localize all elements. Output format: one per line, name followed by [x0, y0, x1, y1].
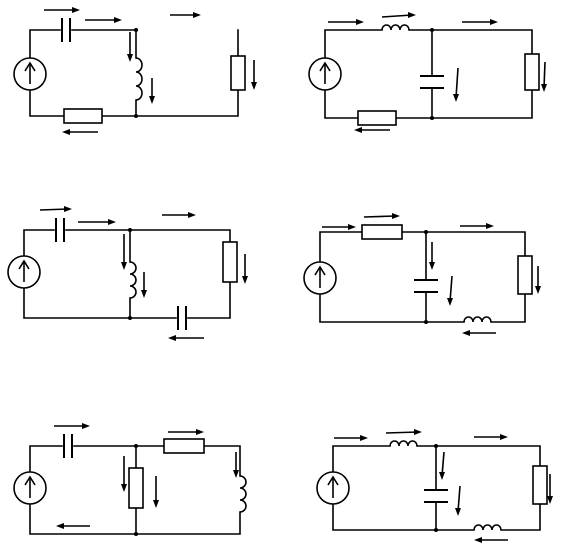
circuit-6-source-icon: [316, 471, 350, 505]
circuit-5-capacitor-icon: [63, 434, 73, 458]
circuit-6-inductor-top-icon: [389, 440, 418, 447]
circuit-6-junction-bottom: [434, 528, 438, 532]
circuit-2-junction-bottom: [430, 116, 434, 120]
circuit-1-resistor-right-icon: [230, 55, 246, 91]
circuit-2-resistor-bottom-icon: [357, 110, 397, 126]
circuit-4-junction-top: [424, 230, 428, 234]
circuit-6-wires: [332, 445, 541, 531]
circuit-1-current-arrows: [44, 7, 257, 135]
circuit-4-current-arrows: [322, 213, 541, 336]
circuit-3-resistor-right-icon: [222, 241, 238, 283]
circuit-4-junction-bottom: [424, 320, 428, 324]
circuit-4-resistor-top-icon: [361, 224, 403, 240]
circuit-1-junction-bottom: [134, 114, 138, 118]
circuit-5-inductor-icon: [239, 475, 247, 513]
circuit-3-current-arrows: [39, 206, 248, 341]
circuit-1: [13, 7, 257, 135]
circuit-3: [7, 206, 248, 341]
circuit-4-wires: [319, 231, 526, 323]
circuit-4: [303, 213, 541, 336]
circuit-5: [13, 423, 247, 536]
circuit-4-source-icon: [303, 261, 337, 295]
circuit-5-source-icon: [13, 471, 47, 505]
circuit-3-wires: [23, 229, 231, 319]
circuit-5-junction-bottom: [134, 532, 138, 536]
circuit-6-resistor-right-icon: [532, 465, 548, 505]
circuit-5-junction-top: [134, 444, 138, 448]
circuit-3-capacitor-bottom-icon: [177, 306, 187, 330]
circuit-1-junction-top: [134, 28, 138, 32]
circuit-2-current-arrows: [328, 12, 547, 133]
circuit-1-inductor-icon: [135, 57, 143, 101]
circuit-3-source-icon: [7, 255, 41, 289]
circuit-4-resistor-right-icon: [517, 255, 533, 295]
circuit-3-capacitor-left-icon: [55, 218, 65, 242]
circuit-2-inductor-icon: [381, 24, 410, 31]
circuit-1-capacitor-icon: [61, 18, 71, 42]
circuit-2-source-icon: [308, 57, 342, 91]
circuit-3-junction-bottom: [128, 316, 132, 320]
circuit-5-current-arrows: [54, 423, 239, 529]
circuit-2-wires: [324, 29, 533, 119]
circuit-1-source-icon: [13, 57, 47, 91]
circuit-6-current-arrows: [334, 429, 553, 543]
circuit-4-capacitor-icon: [414, 279, 438, 293]
circuit-6: [316, 429, 553, 543]
circuit-2-resistor-right-icon: [524, 53, 540, 91]
circuit-1-resistor-bottom-icon: [63, 108, 103, 124]
circuit-6-capacitor-icon: [424, 489, 448, 503]
circuit-2-junction-top: [430, 28, 434, 32]
circuit-4-inductor-icon: [463, 316, 492, 323]
circuit-5-resistor-top-icon: [163, 438, 205, 454]
circuit-6-junction-top: [434, 444, 438, 448]
circuit-5-resistor-middle-icon: [128, 467, 144, 509]
circuit-1-wires: [29, 29, 239, 117]
circuit-3-inductor-icon: [129, 261, 137, 299]
circuit-2: [308, 12, 547, 133]
circuit-2-capacitor-icon: [420, 75, 444, 89]
circuit-6-inductor-bottom-icon: [473, 524, 502, 531]
circuit-3-junction-top: [128, 228, 132, 232]
